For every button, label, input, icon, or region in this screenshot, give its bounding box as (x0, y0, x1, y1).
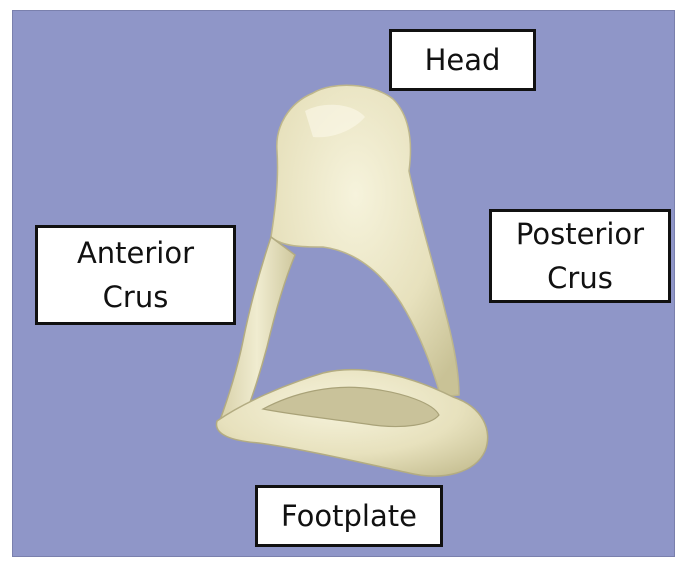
label-head-text: Head (425, 38, 501, 82)
label-posterior-crus-line2: Crus (547, 256, 613, 300)
stapes-diagram: Head Anterior Crus Posterior Crus Footpl… (12, 10, 675, 557)
label-anterior-crus-line2: Crus (103, 275, 169, 319)
stapes-head (271, 85, 459, 397)
label-head: Head (389, 29, 536, 91)
label-posterior-crus: Posterior Crus (489, 209, 671, 303)
label-anterior-crus-line1: Anterior (77, 231, 194, 275)
label-footplate: Footplate (255, 485, 443, 547)
label-posterior-crus-line1: Posterior (516, 212, 644, 256)
label-anterior-crus: Anterior Crus (35, 225, 236, 325)
label-footplate-text: Footplate (281, 494, 417, 538)
